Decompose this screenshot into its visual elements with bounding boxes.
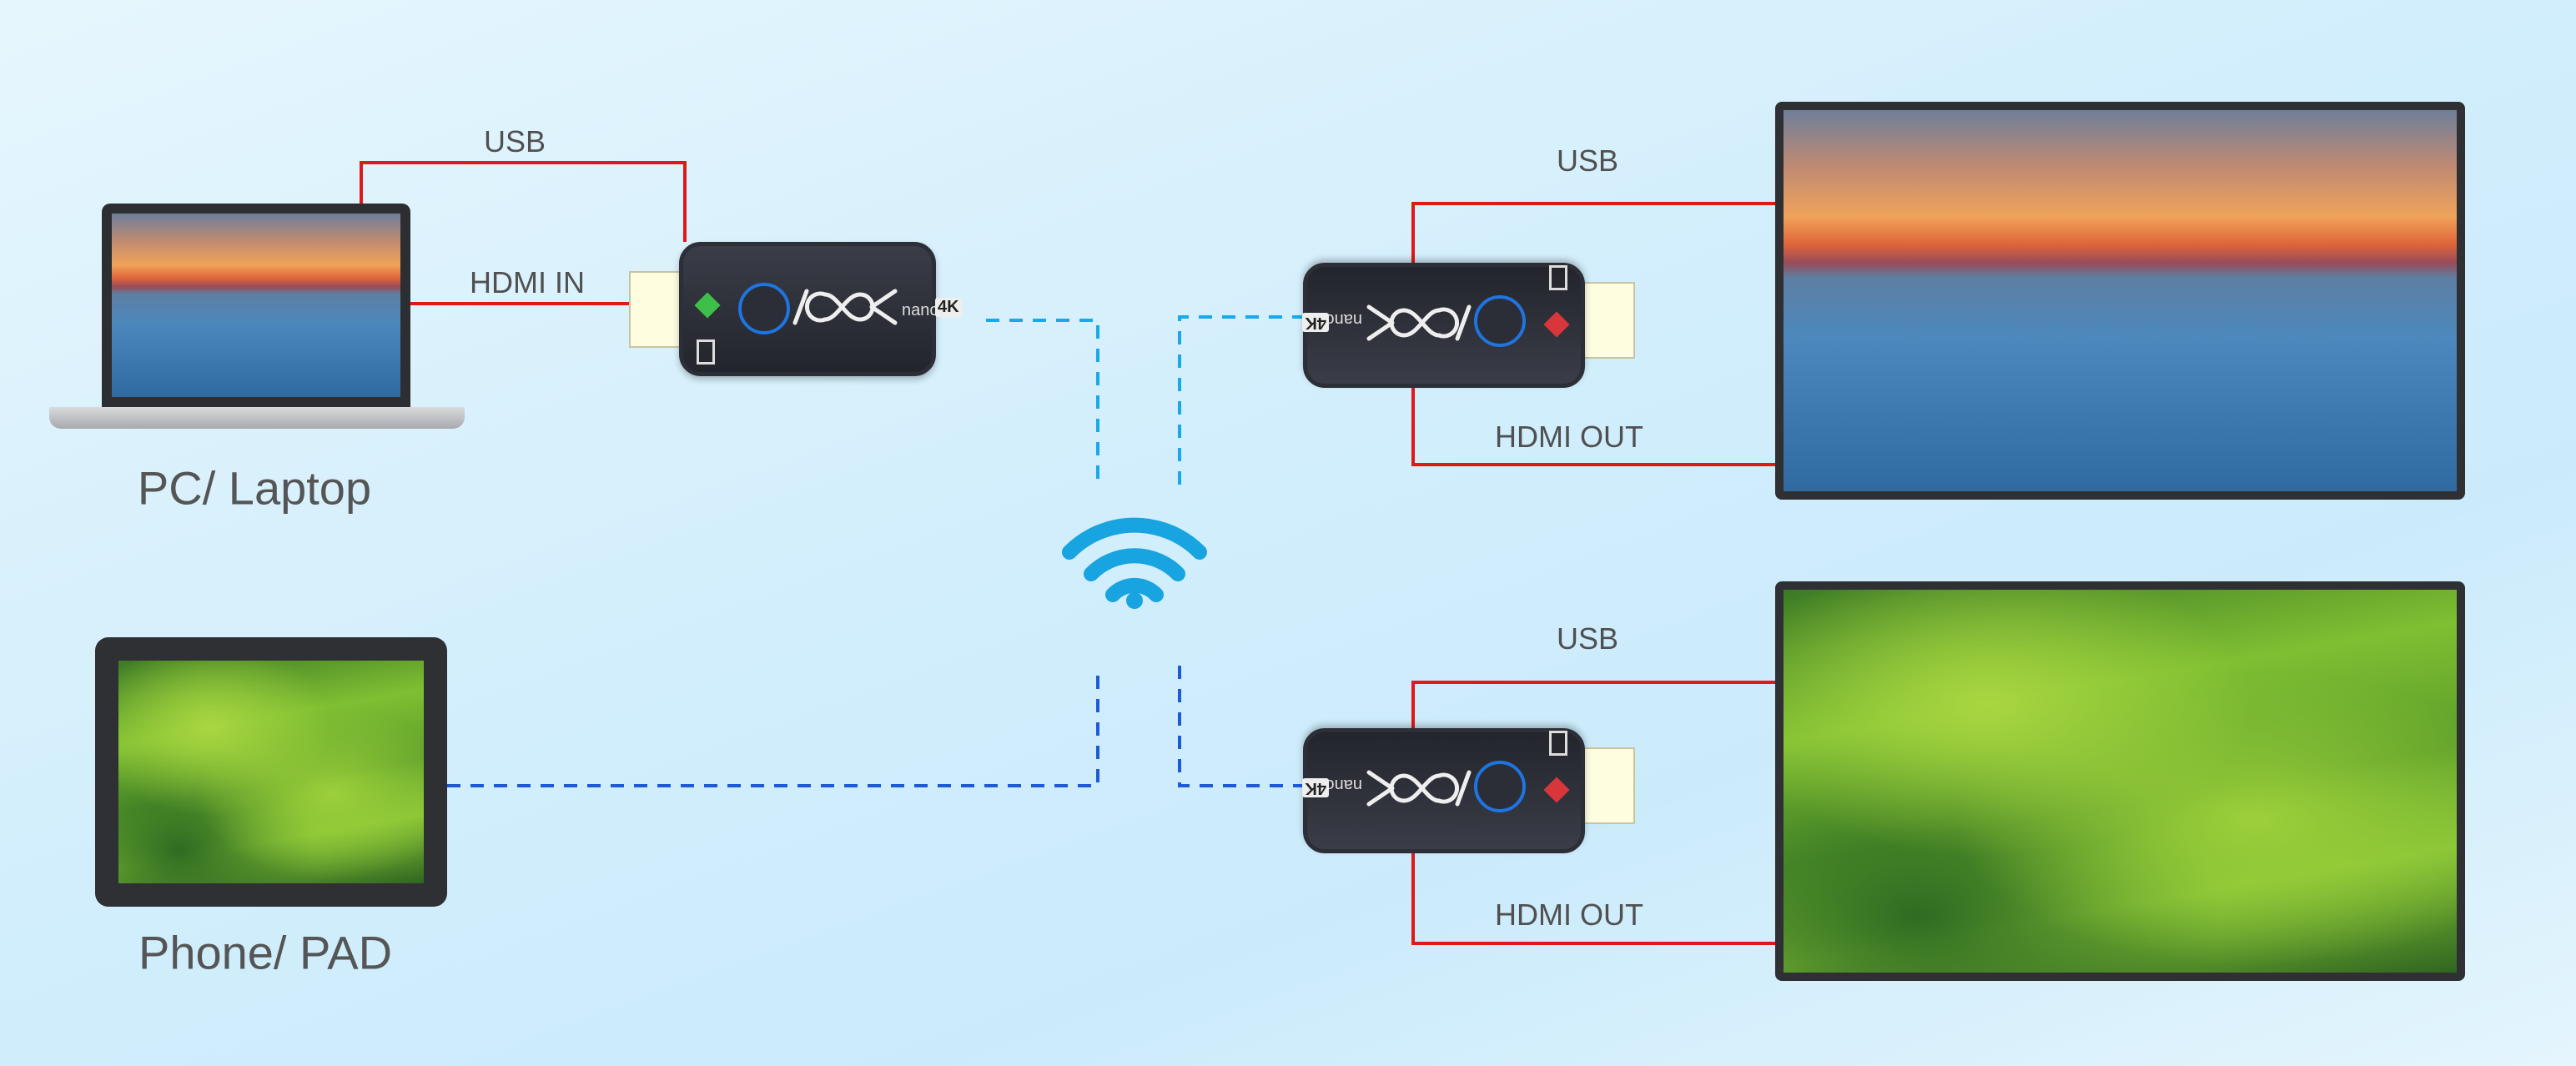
hdmi-port-icon <box>1549 265 1567 290</box>
monitor-1-screen <box>1784 110 2457 491</box>
display-monitor-1 <box>1775 102 2465 500</box>
dongle-body: nano 4K <box>679 242 962 376</box>
wifi-link-tx <box>986 319 1099 485</box>
rx1-usb-label: USB <box>1556 143 1619 178</box>
laptop-base <box>49 407 465 429</box>
tx-usb-cable <box>360 161 687 242</box>
hdmi-plug <box>1583 282 1635 359</box>
rx2-usb-cable <box>1411 681 1775 728</box>
rx1-usb-cable <box>1411 202 1775 263</box>
wifi-link-rx1 <box>1178 315 1303 485</box>
display-monitor-2 <box>1775 581 2465 981</box>
model-label: nano <box>1325 310 1363 329</box>
rx2-hdmi-cable <box>1411 852 1775 945</box>
wifi-link-rx2 <box>1178 666 1303 787</box>
badge-4k: 4K <box>1302 778 1329 797</box>
brand-logo-icon <box>792 289 898 325</box>
hdmi-port-icon <box>1549 731 1567 756</box>
rx1-hdmi-label: HDMI OUT <box>1495 420 1643 454</box>
laptop-screen <box>112 214 400 397</box>
pair-button[interactable] <box>1474 761 1526 812</box>
usb-port-icon <box>697 339 715 365</box>
monitor-2-screen <box>1784 590 2457 973</box>
rx2-usb-label: USB <box>1556 621 1619 656</box>
transmitter-dongle: nano 4K <box>629 242 962 376</box>
rx1-hdmi-cable <box>1411 388 1775 466</box>
hdmi-plug <box>629 271 681 348</box>
laptop-label: PC/ Laptop <box>137 461 372 515</box>
badge-4k: 4K <box>935 298 962 317</box>
wifi-link-pad <box>447 666 1099 787</box>
brand-logo-icon <box>1366 304 1472 341</box>
status-led-icon <box>694 292 721 319</box>
brand-logo-icon <box>1366 770 1472 807</box>
wifi-icon <box>1062 517 1207 609</box>
status-led-icon <box>1543 777 1570 803</box>
badge-4k: 4K <box>1302 313 1329 332</box>
receiver-dongle-1: nano 4K <box>1302 263 1635 388</box>
tablet-screen <box>118 661 424 883</box>
dongle-body: nano 4K <box>1302 263 1585 388</box>
laptop <box>102 204 410 407</box>
pad-label: Phone/ PAD <box>138 926 393 979</box>
dongle-body: nano 4K <box>1302 728 1585 853</box>
model-label: nano <box>902 301 939 319</box>
model-label: nano <box>1325 776 1363 794</box>
hdmi-plug <box>1583 747 1635 824</box>
receiver-dongle-2: nano 4K <box>1302 728 1635 853</box>
tx-hdmi-label: HDMI IN <box>470 265 585 299</box>
tablet <box>95 637 447 907</box>
pair-button[interactable] <box>1474 295 1526 347</box>
status-led-icon <box>1543 311 1570 338</box>
pair-button[interactable] <box>738 283 790 334</box>
tx-usb-label: USB <box>483 124 546 158</box>
rx2-hdmi-label: HDMI OUT <box>1495 898 1643 932</box>
